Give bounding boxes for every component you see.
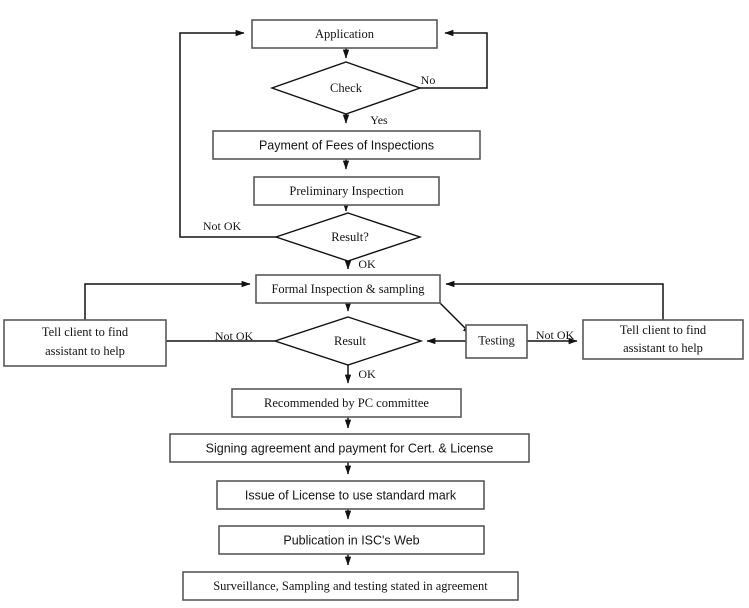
- node-formal-inspection[interactable]: Formal Inspection & sampling: [255, 274, 441, 304]
- edge-label-testing-notok: Not OK: [536, 328, 575, 342]
- edge-tellclient-right-to-formal: [445, 280, 664, 320]
- node-payment-fees[interactable]: Payment of Fees of Inspections: [212, 130, 481, 160]
- node-application[interactable]: Application: [251, 19, 438, 49]
- node-issue-license-label: Issue of License to use standard mark: [245, 488, 457, 502]
- node-signing-agreement-label: Signing agreement and payment for Cert. …: [206, 441, 494, 455]
- node-check[interactable]: Check: [269, 61, 423, 115]
- node-preliminary-inspection[interactable]: Preliminary Inspection: [253, 176, 440, 206]
- node-tell-client-right-line2: assistant to help: [623, 341, 703, 355]
- edge-label-check-no: No: [421, 73, 436, 87]
- edge-check-no-to-application: [420, 29, 488, 89]
- node-publication-label: Publication in ISC's Web: [283, 533, 419, 547]
- node-result-1-label: Result?: [331, 230, 369, 244]
- node-tell-client-right[interactable]: Tell client to find assistant to help: [582, 319, 744, 360]
- edge-label-result2-ok: OK: [358, 367, 376, 381]
- node-issue-license[interactable]: Issue of License to use standard mark: [216, 480, 485, 510]
- node-result-1[interactable]: Result?: [273, 212, 423, 262]
- edge-label-result1-ok: OK: [358, 257, 376, 271]
- edge-result1-notok-to-application: [179, 29, 276, 238]
- edge-label-result1-notok: Not OK: [203, 219, 242, 233]
- edge-tellclient-left-to-formal: [84, 280, 251, 320]
- node-testing-label: Testing: [478, 333, 515, 347]
- node-tell-client-left[interactable]: Tell client to find assistant to help: [3, 319, 167, 367]
- node-result-2[interactable]: Result: [272, 316, 424, 366]
- node-application-label: Application: [315, 27, 375, 41]
- node-surveillance-label: Surveillance, Sampling and testing state…: [213, 579, 488, 593]
- edge-label-result2-notok-left: Not OK: [215, 329, 254, 343]
- node-tell-client-left-line2: assistant to help: [45, 344, 125, 358]
- node-recommended-label: Recommended by PC committee: [264, 396, 429, 410]
- node-tell-client-left-line1: Tell client to find: [42, 325, 129, 339]
- node-formal-inspection-label: Formal Inspection & sampling: [271, 282, 425, 296]
- node-tell-client-right-line1: Tell client to find: [620, 323, 707, 337]
- node-surveillance[interactable]: Surveillance, Sampling and testing state…: [182, 571, 519, 601]
- node-publication[interactable]: Publication in ISC's Web: [218, 525, 485, 555]
- node-check-label: Check: [330, 81, 363, 95]
- node-result-2-label: Result: [334, 334, 366, 348]
- node-recommended[interactable]: Recommended by PC committee: [231, 388, 462, 418]
- node-testing[interactable]: Testing: [465, 324, 528, 359]
- edge-label-check-yes: Yes: [370, 113, 388, 127]
- node-preliminary-inspection-label: Preliminary Inspection: [289, 184, 404, 198]
- node-signing-agreement[interactable]: Signing agreement and payment for Cert. …: [169, 433, 530, 463]
- node-payment-fees-label: Payment of Fees of Inspections: [259, 138, 434, 152]
